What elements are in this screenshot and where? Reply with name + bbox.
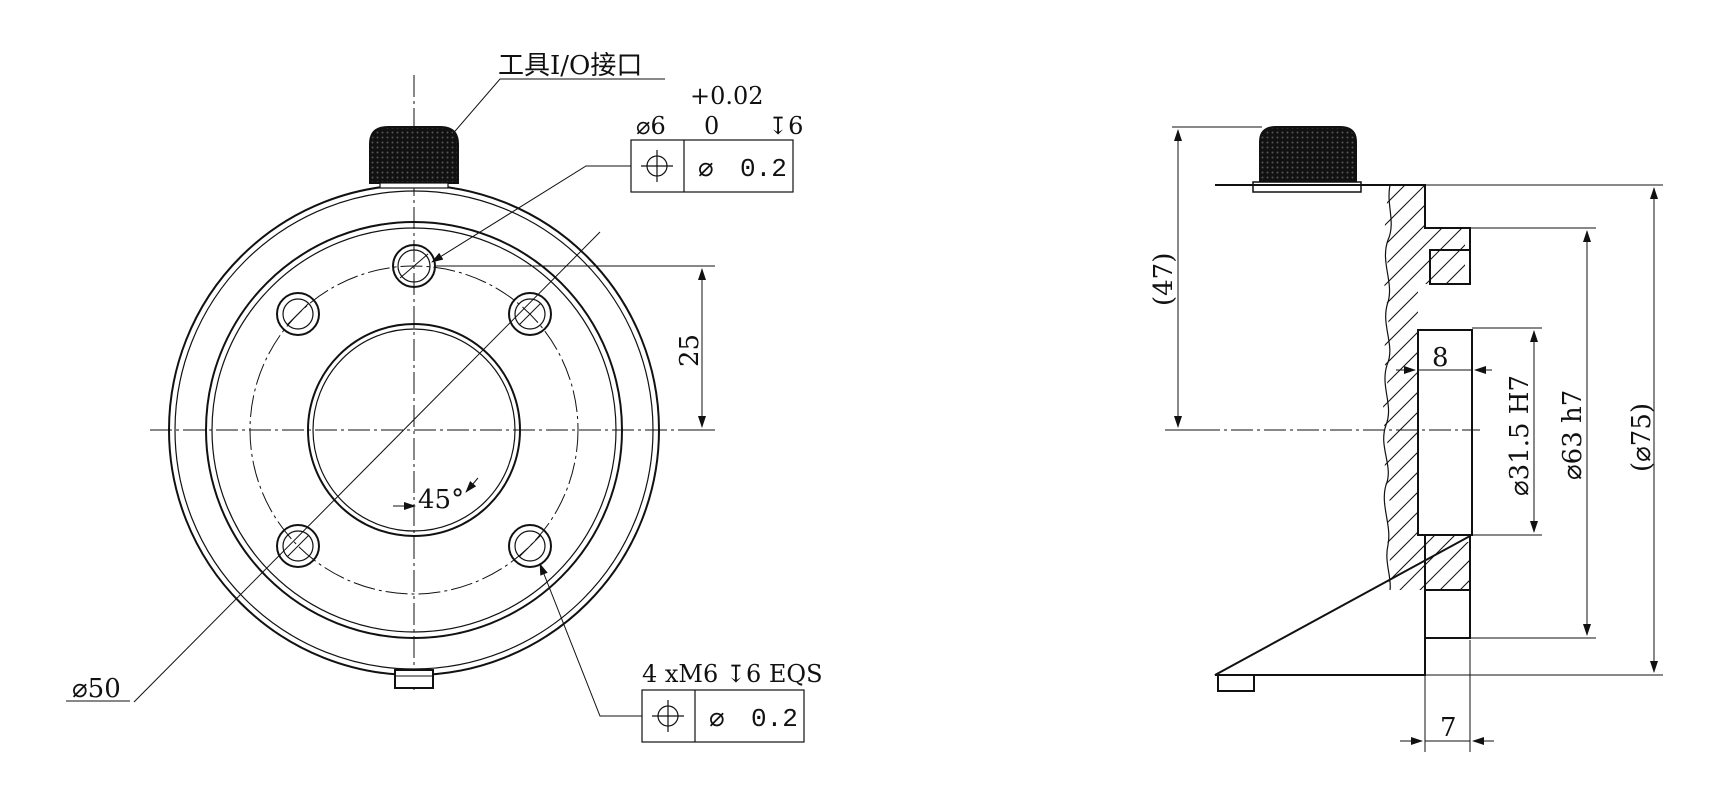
io-label: 工具I/O接口 (498, 51, 642, 81)
bottom-stub (394, 669, 434, 689)
dimension-25-label: 25 (675, 334, 705, 367)
dimension-dia-31-5-label: ⌀31.5 H7 (1505, 375, 1535, 496)
dimension-dia-31-5: ⌀31.5 H7 (1472, 327, 1542, 536)
pin-pocket (1429, 249, 1471, 285)
front-view: 工具I/O接口 +0.02 ⌀6 0 ↧6 ⌀ 0.2 25 (66, 51, 823, 743)
diagonal-45-line (133, 231, 601, 703)
fcf2-tolerance-value: 0.2 (751, 704, 798, 734)
hole-tolerance-zero: 0 (704, 112, 719, 140)
io-connector (369, 126, 459, 189)
dimension-47-label: (47) (1149, 253, 1179, 306)
fcf2-diameter-symbol: ⌀ (709, 703, 725, 733)
side-view: (47) 8 ⌀31.5 H7 ⌀63 h7 (⌀75) (1149, 126, 1663, 752)
pin-hole (392, 244, 436, 288)
side-bottom-stub (1217, 674, 1255, 692)
threaded-hole-bottom-left (276, 524, 320, 568)
center-bore-inner (312, 328, 516, 532)
io-leader-line (449, 78, 665, 138)
section-break-line (1383, 184, 1392, 591)
angle-45-dimension: 45° (393, 477, 479, 515)
fcf1-tolerance-value: 0.2 (740, 154, 787, 184)
hole-spec-depth: ↧6 (768, 112, 803, 140)
dimension-dia-63-label: ⌀63 h7 (1558, 390, 1588, 480)
side-body-outline (1214, 184, 1471, 676)
dimension-8: 8 (1396, 343, 1492, 374)
threaded-hole-top-left (276, 292, 320, 336)
feature-control-frame-pin: ⌀ 0.2 (630, 139, 794, 193)
flange-circle (205, 221, 623, 639)
pin-hole-leader (431, 165, 631, 263)
side-io-connector (1252, 126, 1362, 193)
hole-spec-diameter: ⌀6 (636, 112, 666, 140)
dimension-7: 7 (1400, 640, 1494, 752)
position-tolerance-icon (652, 700, 684, 732)
threaded-hole-bottom-right (508, 524, 552, 568)
threaded-hole-top-right (508, 292, 552, 336)
flange-inner-circle (211, 227, 617, 633)
thread-hole-leader (539, 563, 642, 717)
angle-45-label: 45° (418, 485, 464, 515)
dia50-label: ⌀50 (72, 674, 121, 704)
dimension-25: 25 (436, 265, 715, 431)
dimension-dia-63: ⌀63 h7 (1470, 227, 1596, 639)
dimension-7-label: 7 (1440, 713, 1457, 743)
hole-tolerance-plus: +0.02 (690, 82, 764, 110)
center-bore-outer (307, 323, 521, 537)
position-tolerance-icon (641, 150, 673, 182)
thread-spec-label: 4 xM6 ↧6 EQS (642, 660, 823, 688)
dimension-47: (47) (1149, 126, 1262, 431)
dimension-dia-75-label: (⌀75) (1627, 403, 1657, 472)
fcf1-diameter-symbol: ⌀ (698, 153, 714, 183)
inner-bore-pocket (1417, 329, 1473, 536)
section-hatch (1382, 185, 1472, 590)
dimension-8-label: 8 (1432, 343, 1449, 373)
dimension-dia-75: (⌀75) (1425, 184, 1663, 676)
feature-control-frame-thread: ⌀ 0.2 (641, 689, 805, 743)
